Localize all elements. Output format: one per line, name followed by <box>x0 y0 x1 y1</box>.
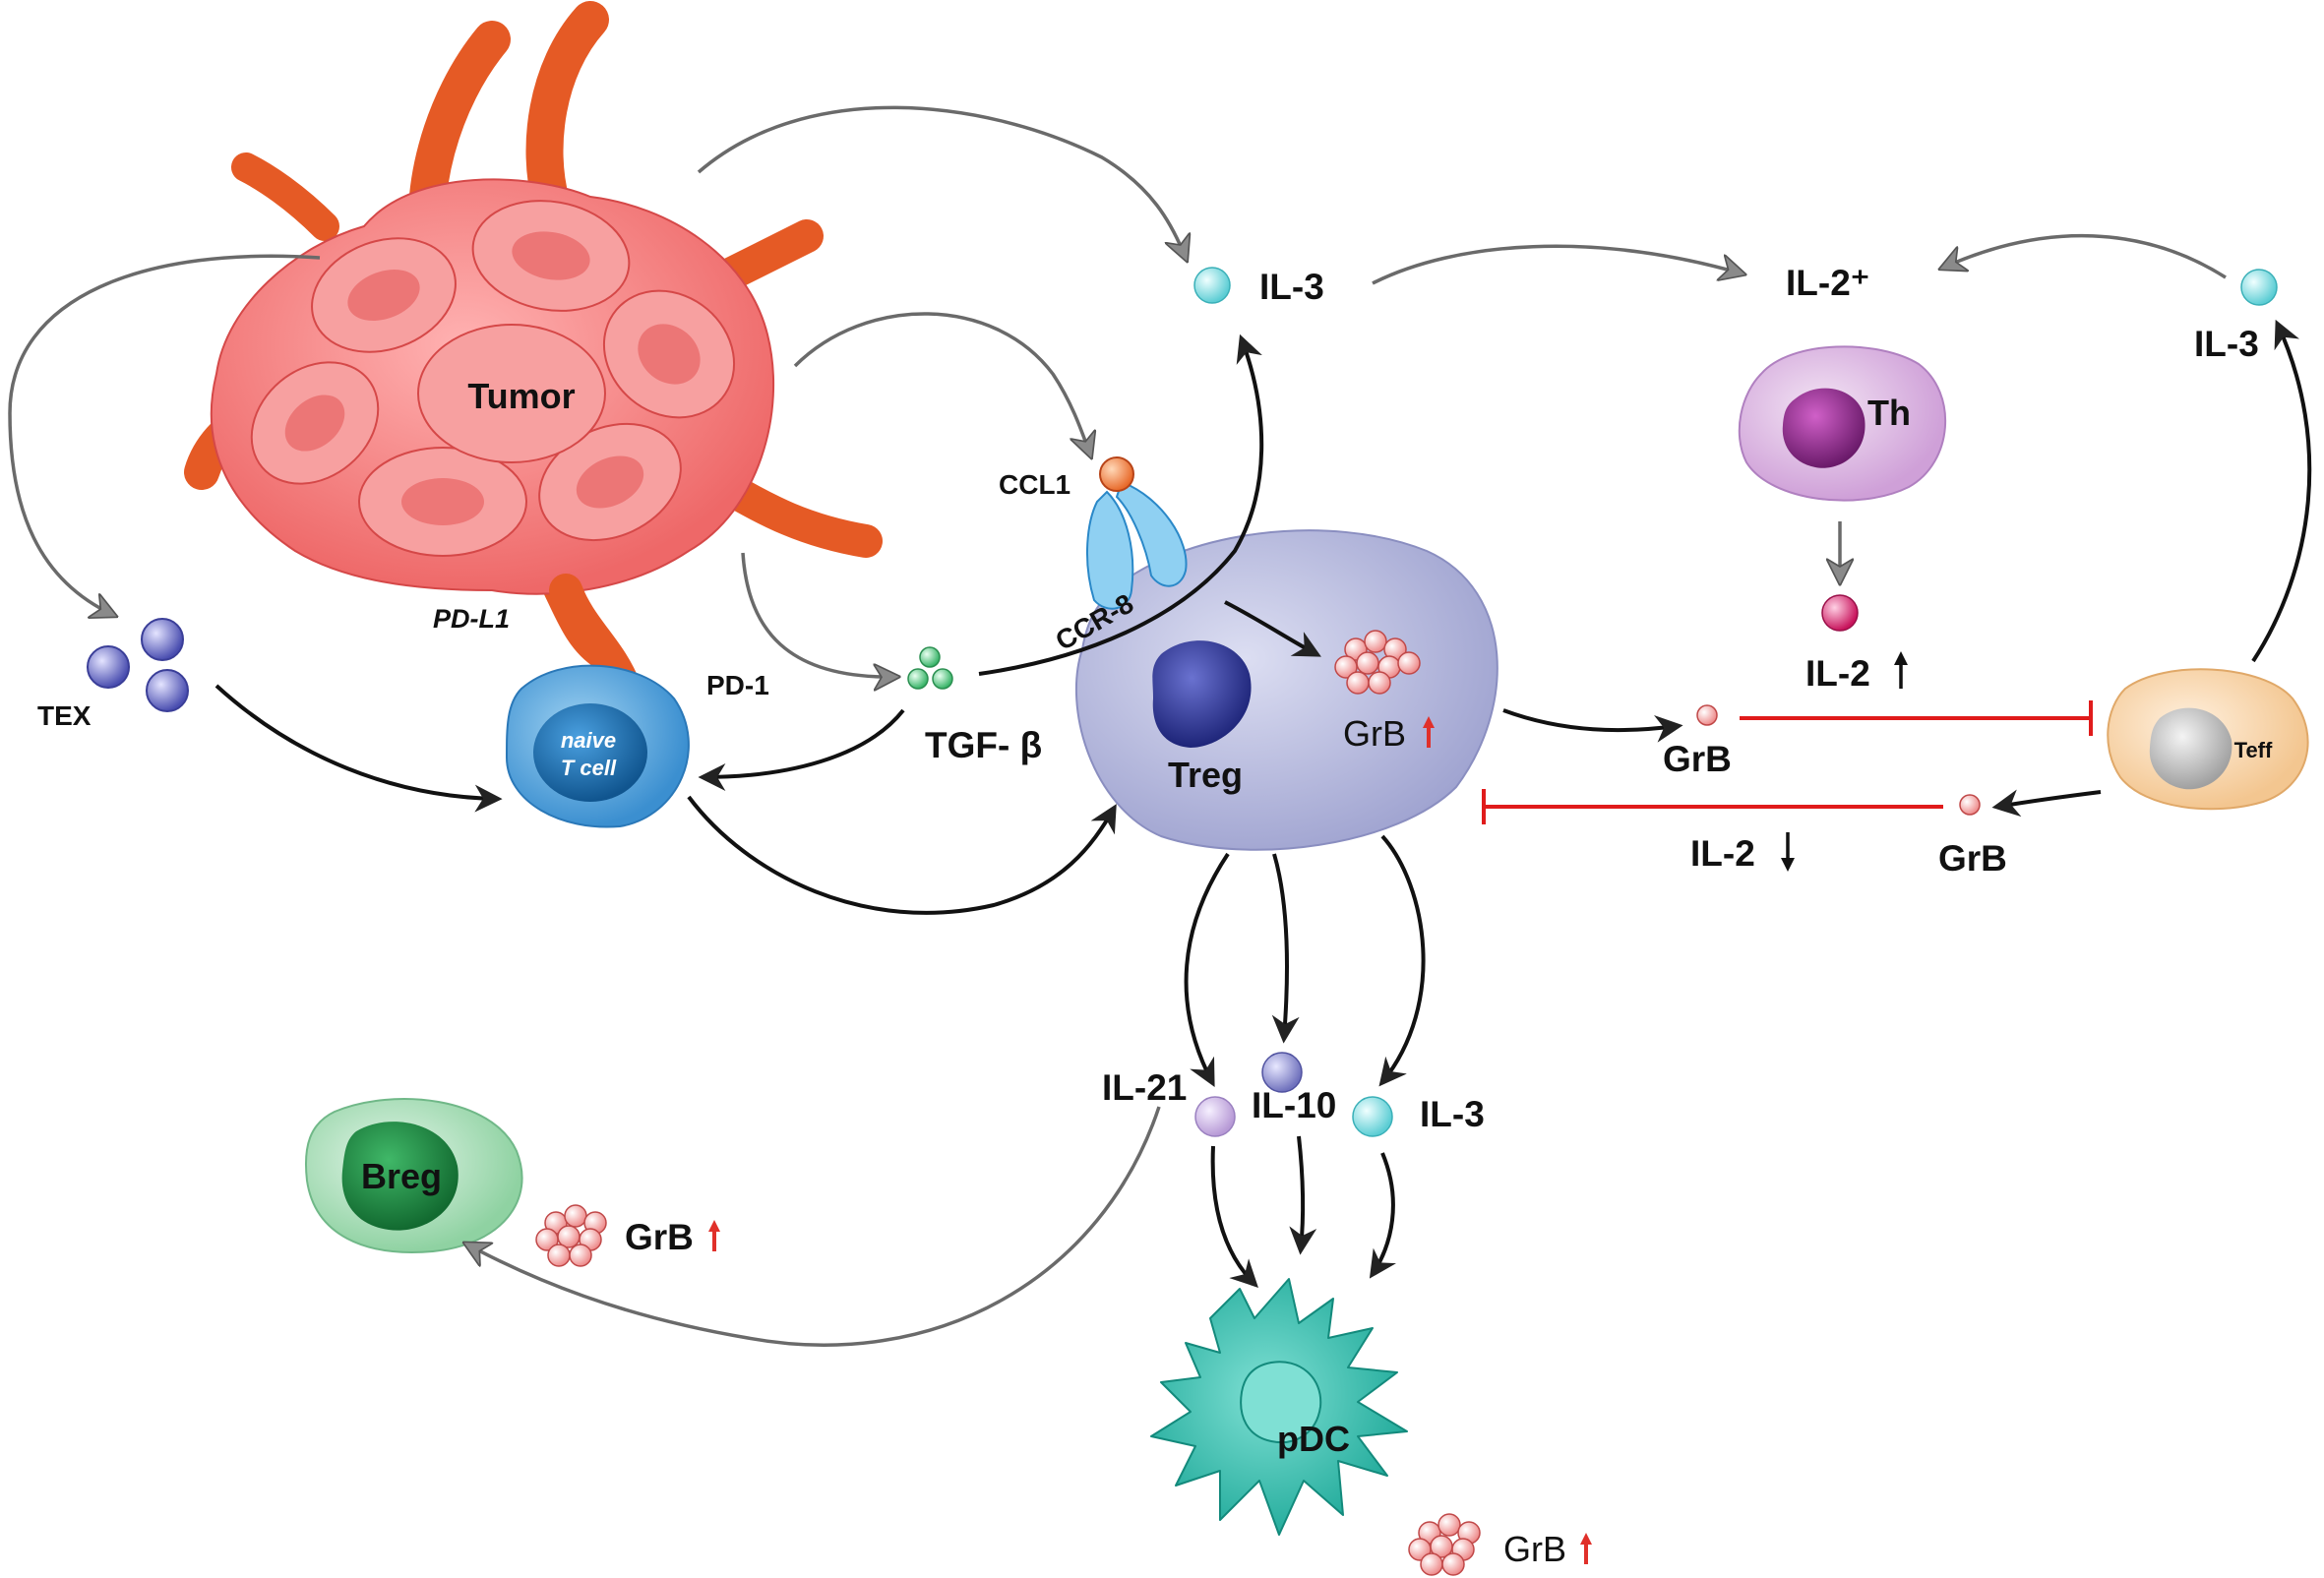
grb-right-label: GrB <box>1938 838 2007 879</box>
ccl1-label: CCL1 <box>999 469 1070 500</box>
tex-label: TEX <box>37 700 92 731</box>
il2-down-label: IL-2 <box>1690 833 1755 874</box>
tgf-beta-particles <box>907 646 953 690</box>
arrow-il3-to-il2plus <box>1372 244 1742 285</box>
arrow-il3right-to-il2plus <box>1943 233 2227 279</box>
grb-cluster-pdc <box>1408 1513 1481 1576</box>
arrow-naive-to-treg <box>687 795 1117 915</box>
arrow-tgf-to-naive <box>698 708 905 791</box>
arrow-tumor-to-ccl1 <box>793 312 1090 455</box>
arrow-treg-to-il3b <box>1378 834 1426 1087</box>
tumor-nuclei <box>284 231 701 525</box>
tgf-label-text: TGF- β <box>925 725 1042 765</box>
arrow-tumor-to-tgf <box>741 552 895 677</box>
grb-breg-label: GrB <box>625 1217 694 1257</box>
il3-top-particle <box>1193 267 1231 304</box>
teff-label: Teff <box>2234 738 2273 762</box>
il21-label: IL-21 <box>1102 1067 1187 1108</box>
arrow-tumor-to-il3 <box>697 105 1186 258</box>
arrow-ccr8-to-grb <box>1224 600 1321 657</box>
arrow-teff-to-il3right <box>2251 319 2312 663</box>
grb-pdc-label: GrB <box>1503 1529 1566 1569</box>
il2-plus-label: IL-2⁺ <box>1786 263 1869 303</box>
il21-particle <box>1194 1096 1236 1137</box>
il2-up-label: IL-2 <box>1805 653 1870 694</box>
pd-1-label: PD-1 <box>706 670 769 700</box>
grb-cluster-breg <box>535 1204 607 1267</box>
il3-bottom-label: IL-3 <box>1420 1094 1485 1134</box>
il3-bottom-particle <box>1352 1096 1393 1137</box>
naive-t-cell: naive T cell <box>505 664 690 828</box>
pd-l1-label: PD-L1 <box>433 604 510 634</box>
ccl1-ligand <box>1099 456 1134 492</box>
arrow-il21-to-breg <box>467 1106 1161 1347</box>
il3-right-label: IL-3 <box>2194 324 2259 364</box>
th-label: Th <box>1867 393 1911 433</box>
grb-right-particle <box>1959 794 1981 816</box>
grb-mid-particle <box>1696 704 1718 726</box>
tgf-beta-label: TGF- β <box>925 725 1042 765</box>
tumor-label: Tumor <box>467 376 575 416</box>
il10-particle <box>1261 1052 1303 1093</box>
treg-label: Treg <box>1168 755 1243 795</box>
treg-cell: Treg <box>1074 529 1498 851</box>
grb-treg-label: GrB <box>1343 713 1406 754</box>
black-arrows <box>214 319 2312 1288</box>
arrow-il21-to-pdc <box>1210 1145 1258 1288</box>
pdc-cell: pDC <box>1150 1278 1408 1536</box>
inhibition-grb-teff <box>1740 700 2093 736</box>
naive-label-2: T cell <box>561 756 617 780</box>
grb-mid-label: GrB <box>1663 739 1732 779</box>
pdc-label: pDC <box>1277 1419 1350 1459</box>
ccr8-receptor <box>1086 480 1188 610</box>
tumor: Tumor <box>184 1 883 671</box>
th-cell: Th <box>1738 345 1947 502</box>
arrow-il10-to-pdc <box>1289 1135 1317 1255</box>
breg-label: Breg <box>361 1156 442 1196</box>
arrow-treg-to-il21 <box>1184 852 1230 1087</box>
gray-arrows <box>8 105 2227 677</box>
breg-cell: Breg <box>304 1098 523 1253</box>
il3-top-label: IL-3 <box>1259 267 1324 307</box>
naive-label-1: naive <box>561 728 616 753</box>
arrow-teff-to-grb <box>1991 789 2102 818</box>
arrow-tex-to-naive <box>214 684 503 813</box>
tex-particles <box>87 618 189 712</box>
teff-cell: Teff <box>2107 668 2309 811</box>
inhibition-grb-treg <box>1482 789 1943 824</box>
il2-up-particle <box>1821 594 1859 632</box>
arrow-treg-to-il10 <box>1271 853 1300 1044</box>
il10-label: IL-10 <box>1252 1085 1336 1125</box>
arrow-tgf-to-il3 <box>978 334 1264 676</box>
arrow-treg-to-grb <box>1502 708 1683 743</box>
arrow-tumor-to-tex <box>8 254 321 615</box>
il3-right-particle <box>2240 269 2278 306</box>
arrow-il3b-to-pdc <box>1369 1152 1397 1279</box>
grb-cluster-treg <box>1334 630 1421 695</box>
